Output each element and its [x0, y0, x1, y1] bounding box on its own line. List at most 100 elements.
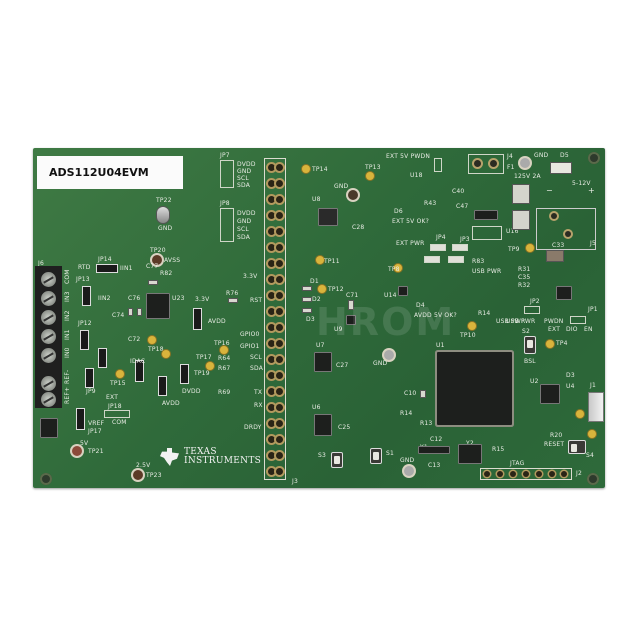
header-pin[interactable]	[275, 276, 283, 283]
header-pin[interactable]	[275, 388, 283, 395]
header-pin[interactable]	[267, 228, 275, 235]
header-pin[interactable]	[267, 212, 275, 219]
jtag-pin[interactable]	[548, 471, 555, 477]
tp10-test-point[interactable]	[162, 350, 170, 358]
header-pin[interactable]	[267, 340, 275, 347]
gnd-test-point-power[interactable]	[520, 158, 530, 168]
jumper-usb-pwr[interactable]	[448, 256, 464, 263]
bsl-button-s2[interactable]	[524, 336, 536, 354]
header-pin[interactable]	[275, 308, 283, 315]
header-pin[interactable]	[275, 180, 283, 187]
jumper-jp8[interactable]	[220, 208, 234, 242]
jumper-jp2[interactable]	[524, 306, 540, 314]
gnd-test-point-center[interactable]	[384, 350, 394, 360]
jumper-jp12[interactable]	[80, 330, 89, 350]
screw-terminal[interactable]	[41, 376, 56, 391]
jtag-pin[interactable]	[561, 471, 568, 477]
tp1-test-point[interactable]	[576, 410, 584, 418]
tp17-test-point[interactable]	[206, 362, 214, 370]
header-pin[interactable]	[275, 420, 283, 427]
jumper-jp18[interactable]	[104, 410, 130, 418]
screw-terminal[interactable]	[41, 348, 56, 363]
pin-header-j3[interactable]	[264, 158, 286, 480]
tp10-test-point-mcu[interactable]	[468, 322, 476, 330]
jumper-jp11[interactable]	[98, 348, 107, 368]
header-pin[interactable]	[275, 404, 283, 411]
screw-terminal[interactable]	[41, 392, 56, 407]
header-pin[interactable]	[275, 372, 283, 379]
header-pin[interactable]	[275, 212, 283, 219]
jumper-jp14[interactable]	[96, 264, 118, 273]
tp16-test-point[interactable]	[220, 346, 228, 354]
button-s3[interactable]	[331, 452, 343, 468]
header-pin[interactable]	[267, 468, 275, 475]
tp-test-point[interactable]	[588, 430, 596, 438]
header-pin[interactable]	[275, 324, 283, 331]
header-pin[interactable]	[267, 324, 275, 331]
header-pin[interactable]	[267, 436, 275, 443]
tp18-test-point[interactable]	[148, 336, 156, 344]
header-pin[interactable]	[275, 436, 283, 443]
tp9-test-point[interactable]	[526, 244, 534, 252]
header-pin[interactable]	[267, 292, 275, 299]
tp4-test-point[interactable]	[546, 340, 554, 348]
j4-pin[interactable]	[490, 160, 497, 167]
header-pin[interactable]	[267, 260, 275, 267]
tp12-test-point[interactable]	[318, 285, 326, 293]
jumper-jp13[interactable]	[82, 286, 91, 306]
header-pin[interactable]	[267, 420, 275, 427]
header-pin[interactable]	[275, 244, 283, 251]
jumper-jp9[interactable]	[85, 368, 94, 388]
button-s1[interactable]	[370, 448, 382, 464]
jtag-pin[interactable]	[535, 471, 542, 477]
screw-terminal[interactable]	[41, 291, 56, 306]
jumper-jp3[interactable]	[452, 244, 468, 251]
header-pin[interactable]	[267, 388, 275, 395]
header-pin[interactable]	[267, 372, 275, 379]
header-pin[interactable]	[275, 196, 283, 203]
tp13-test-point[interactable]	[366, 172, 374, 180]
jtag-pin[interactable]	[484, 471, 491, 477]
screw-terminal[interactable]	[41, 329, 56, 344]
screw-terminal[interactable]	[41, 272, 56, 287]
jumper-jp6[interactable]	[434, 158, 442, 172]
header-pin[interactable]	[267, 308, 275, 315]
jumper-jp16[interactable]	[180, 364, 189, 384]
reset-button-s4[interactable]	[568, 440, 586, 454]
header-pin[interactable]	[267, 356, 275, 363]
jumper-jp1[interactable]	[570, 316, 586, 324]
tp20-test-point[interactable]	[152, 255, 162, 265]
header-pin[interactable]	[267, 164, 275, 171]
j4-pin[interactable]	[474, 160, 481, 167]
gnd-test-point-bottom[interactable]	[404, 466, 414, 476]
header-pin[interactable]	[267, 244, 275, 251]
tp21-test-point[interactable]	[72, 446, 82, 456]
dc-power-jack-j5[interactable]	[536, 208, 596, 250]
terminal-block-j6[interactable]	[35, 266, 62, 408]
jtag-pin[interactable]	[522, 471, 529, 477]
header-pin[interactable]	[275, 228, 283, 235]
header-pin[interactable]	[275, 356, 283, 363]
header-pin[interactable]	[275, 452, 283, 459]
jumper-avdd-select[interactable]	[193, 308, 202, 330]
tp8-test-point[interactable]	[394, 264, 402, 272]
jumper-jp7[interactable]	[220, 160, 234, 188]
header-pin[interactable]	[275, 260, 283, 267]
header-pin[interactable]	[267, 452, 275, 459]
usb-connector-j1[interactable]	[588, 392, 604, 422]
header-pin[interactable]	[275, 292, 283, 299]
jtag-pin[interactable]	[497, 471, 504, 477]
jumper-ext-pwr[interactable]	[424, 256, 440, 263]
screw-terminal[interactable]	[41, 310, 56, 325]
header-pin[interactable]	[275, 164, 283, 171]
header-pin[interactable]	[275, 468, 283, 475]
jumper-jp15[interactable]	[158, 376, 167, 396]
header-pin[interactable]	[267, 196, 275, 203]
tp11-test-point[interactable]	[316, 256, 324, 264]
jtag-pin[interactable]	[510, 471, 517, 477]
gnd-test-point-top[interactable]	[348, 190, 358, 200]
jumper-jp10[interactable]	[135, 360, 144, 382]
tp15-test-point[interactable]	[116, 370, 124, 378]
jumper-jp4[interactable]	[430, 244, 446, 251]
tp22-test-point-post[interactable]	[157, 207, 169, 223]
